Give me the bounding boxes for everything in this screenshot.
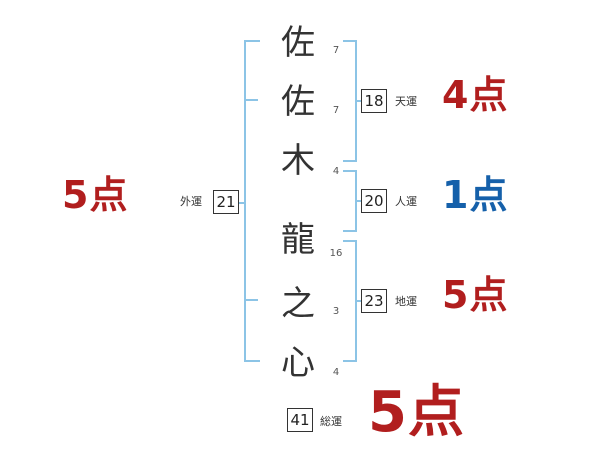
name-char-5: 之 — [281, 284, 315, 324]
gaiun-score: 5点 — [62, 173, 129, 217]
gaiun-bracket-tick — [244, 299, 258, 301]
jinun-score: 1点 — [442, 173, 509, 217]
chiun-label: 地運 — [395, 295, 417, 308]
stroke-count-5: 3 — [332, 306, 340, 317]
gaiun-bracket — [244, 40, 260, 362]
name-char-6: 心 — [281, 343, 315, 383]
chiun-value: 23 — [361, 289, 387, 313]
name-char-3: 木 — [281, 141, 315, 181]
name-char-1: 佐 — [281, 23, 315, 63]
tenun-connector — [355, 100, 361, 102]
stroke-count-6: 4 — [332, 367, 340, 378]
souun-label: 総運 — [320, 415, 342, 428]
stroke-count-2: 7 — [332, 105, 340, 116]
gaiun-bracket-tick — [244, 99, 258, 101]
tenun-label: 天運 — [395, 95, 417, 108]
tenun-value: 18 — [361, 89, 387, 113]
jinun-label: 人運 — [395, 195, 417, 208]
gaiun-value: 21 — [213, 190, 239, 214]
tenun-score: 4点 — [442, 73, 509, 117]
jinun-connector — [355, 200, 361, 202]
stroke-count-4: 16 — [329, 248, 343, 259]
gaiun-label: 外運 — [180, 195, 202, 208]
jinun-value: 20 — [361, 189, 387, 213]
name-char-4: 龍 — [281, 220, 315, 260]
souun-score: 5点 — [368, 380, 465, 445]
gaiun-connector — [238, 202, 245, 204]
stroke-count-3: 4 — [332, 166, 340, 177]
stroke-count-1: 7 — [332, 45, 340, 56]
name-char-2: 佐 — [281, 82, 315, 122]
chiun-connector — [355, 300, 361, 302]
souun-value: 41 — [287, 408, 313, 432]
chiun-score: 5点 — [442, 273, 509, 317]
